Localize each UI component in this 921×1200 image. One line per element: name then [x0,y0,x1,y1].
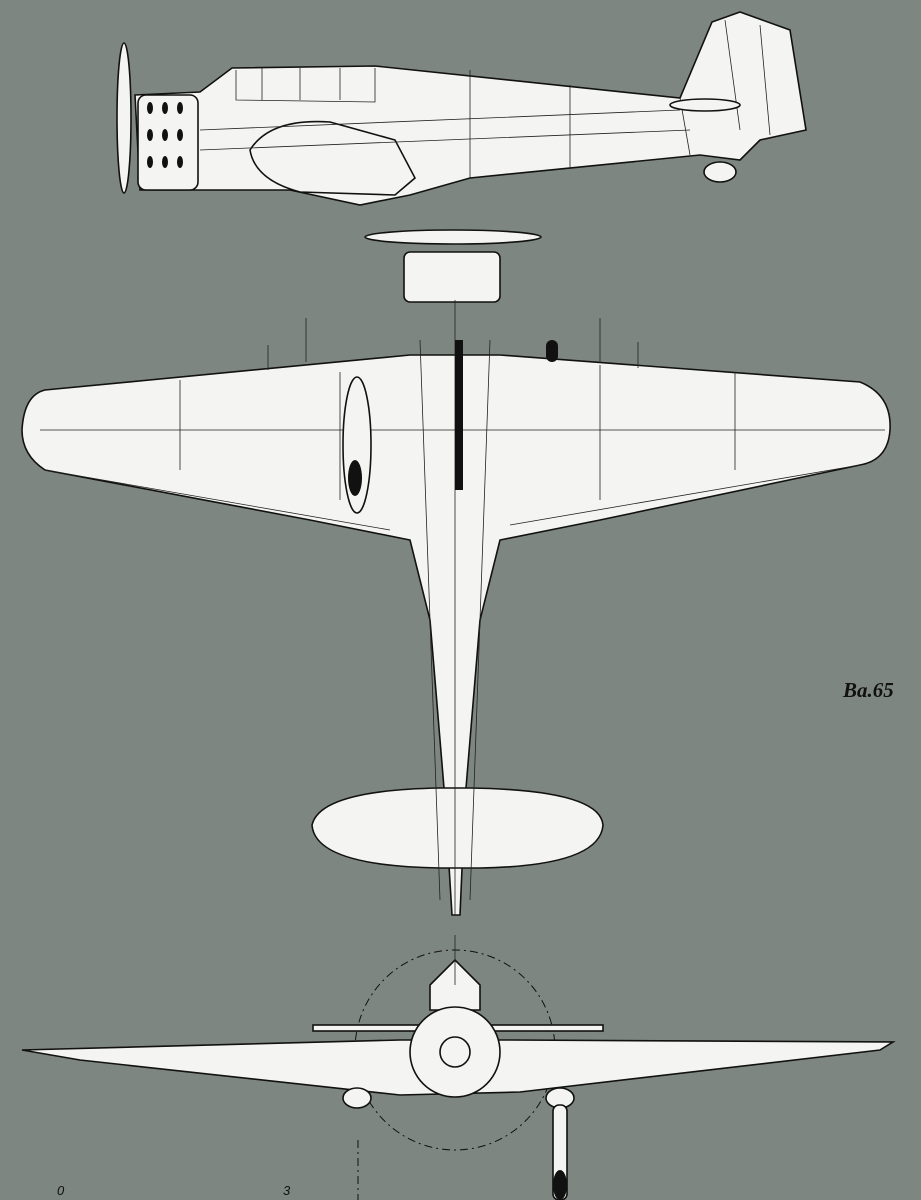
side-view [116,11,807,206]
top-tailplane [311,787,604,869]
scale-label-start: 0 [57,1183,65,1198]
top-propeller [364,229,542,245]
front-view [21,935,896,1200]
aircraft-designation-label: Ba.65 [843,678,894,702]
scale-label-end: 3 [283,1183,291,1198]
top-ladder-detail [455,340,463,490]
top-wing-fuselage [21,354,891,916]
side-landing-gear-fairing [249,120,417,196]
side-engine-cowling [137,94,199,191]
side-tail-wheel [703,161,737,183]
side-propeller [116,42,132,194]
top-view [21,229,891,916]
top-engine-cowling [403,251,501,303]
side-tailplane [669,98,741,112]
